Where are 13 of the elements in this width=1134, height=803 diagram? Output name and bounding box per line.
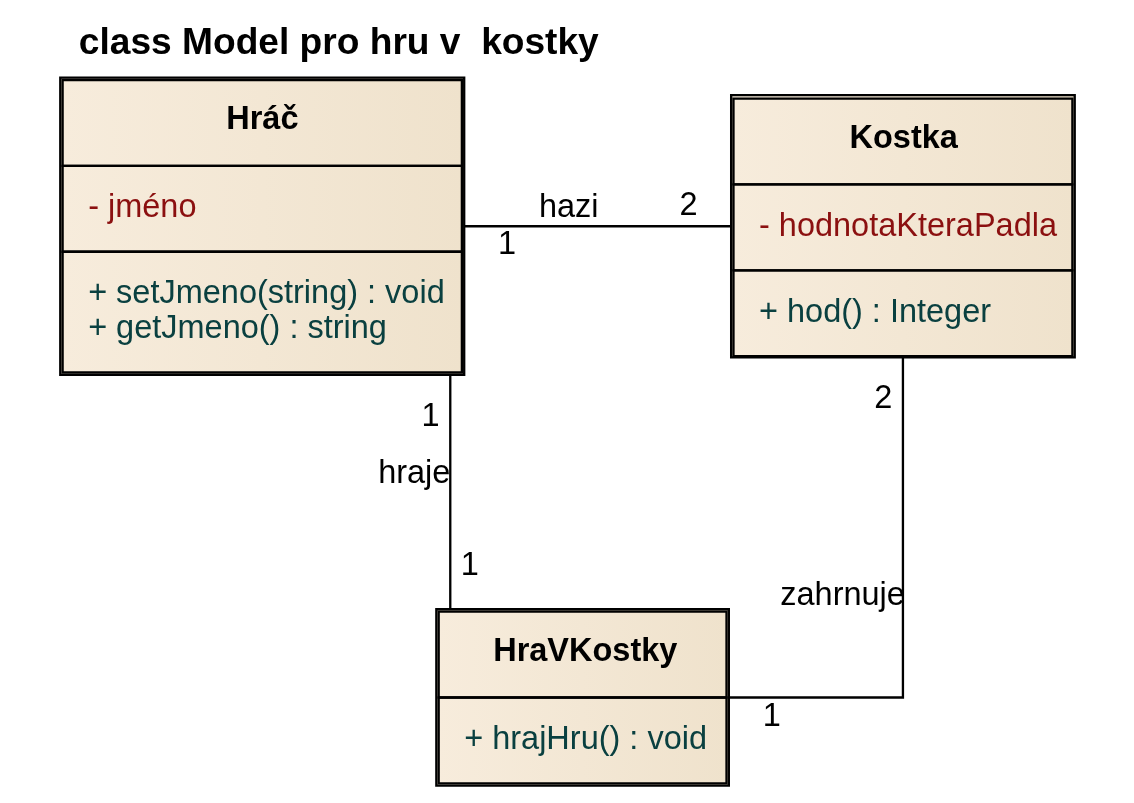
connector: [464, 225, 731, 228]
label: 1: [421, 397, 440, 434]
label: 1: [460, 546, 479, 583]
edge-label: hazi: [538, 188, 599, 225]
edge-label: hraje: [377, 454, 450, 491]
connector: [729, 357, 904, 699]
label: 2: [679, 186, 698, 223]
diagram-title: class Model pro hru v kostky: [78, 19, 599, 62]
label: 1: [497, 225, 516, 262]
label: 2: [873, 379, 892, 416]
connector: [448, 375, 451, 609]
edge-label: zahrnuje: [779, 576, 905, 613]
label: 1: [762, 696, 781, 733]
